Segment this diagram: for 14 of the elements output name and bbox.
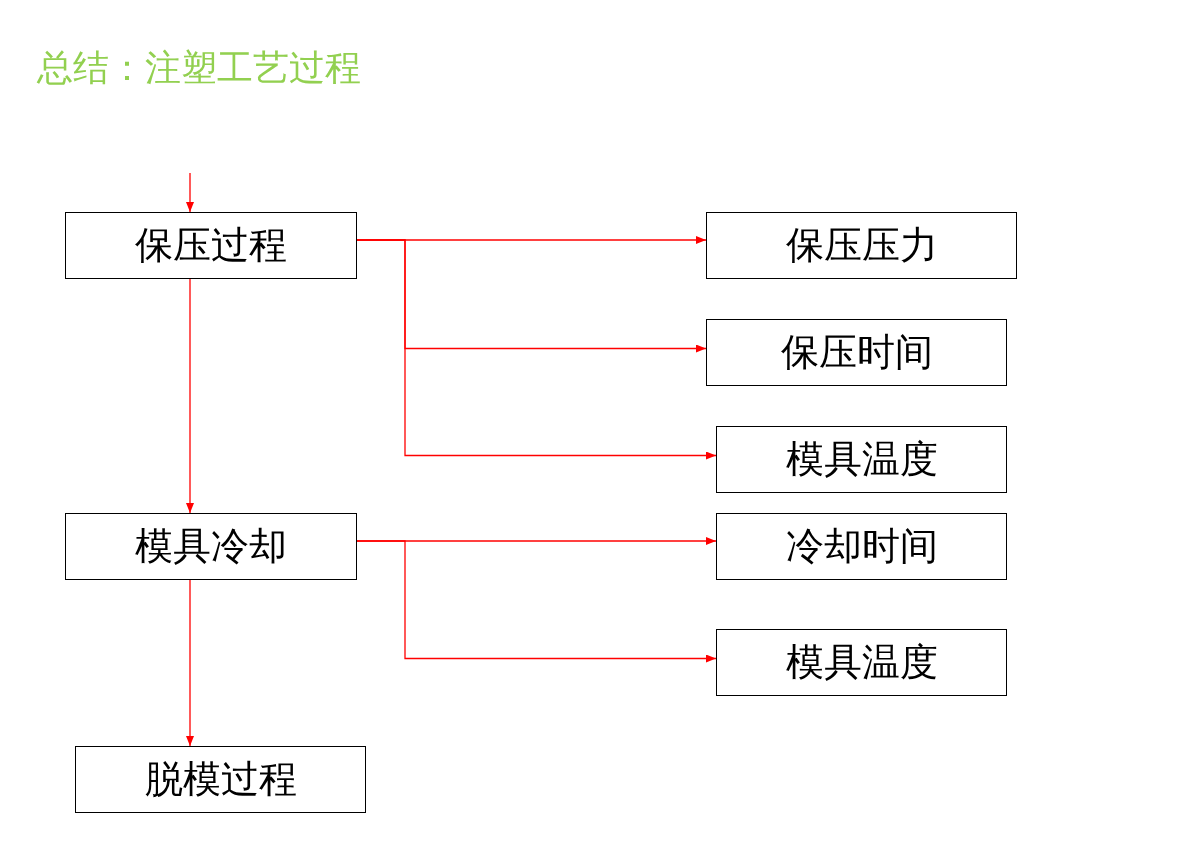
process-box: 模具冷却 <box>65 513 357 580</box>
process-box: 冷却时间 <box>716 513 1007 580</box>
process-box: 模具温度 <box>716 426 1007 493</box>
process-box: 保压压力 <box>706 212 1017 279</box>
arrow <box>186 278 194 514</box>
process-box: 保压过程 <box>65 212 357 279</box>
arrow <box>356 239 717 460</box>
title: 总结：注塑工艺过程 <box>37 46 361 90</box>
arrow <box>186 579 194 747</box>
process-box: 模具温度 <box>716 629 1007 696</box>
process-box: 保压时间 <box>706 319 1007 386</box>
process-box: 脱模过程 <box>75 746 366 813</box>
arrow <box>186 172 194 213</box>
arrow <box>356 540 717 663</box>
